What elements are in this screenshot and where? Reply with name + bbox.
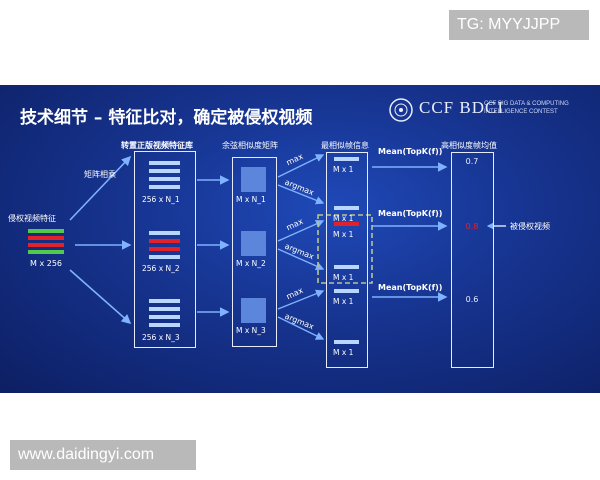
score-3: 0.6 [465,295,479,304]
lib3-bar-3 [149,315,180,319]
logo-subtitle: CCF BIG DATA & COMPUTING INTELLIGENCE CO… [484,101,569,115]
fi-bar-6 [334,340,359,344]
fi-bar-4 [334,265,359,269]
input-dims: M x 256 [30,259,62,268]
fi-bar-2 [334,206,359,210]
highlight-box [317,214,373,284]
arrow-max-3 [277,289,325,310]
library-title: 转置正版视频特征库 [121,141,193,150]
arrow-input-lib-1 [69,155,132,221]
mean-frame-box [451,152,494,368]
frame-info-title: 最相似帧信息 [321,141,369,150]
lib3-bar-2 [149,307,180,311]
emblem-icon [389,98,413,122]
score-2: 0.8 [465,222,479,231]
lib1-bar-2 [149,169,180,173]
arrow-argmax-3 [277,316,325,340]
lib2-bar-2 [149,239,180,243]
arrow-max-2 [277,220,325,242]
arrow-argmax-1 [277,184,325,205]
input-bar-red-1 [28,236,64,240]
result-label: 被侵权视频 [510,222,550,231]
mean-label-1: Mean(TopK(f)) [378,147,443,156]
fi-label-5: M x 1 [333,297,354,306]
sim2-label: M x N_2 [236,259,266,268]
lib2-bar-3 [149,247,180,251]
lib3-bar-4 [149,323,180,327]
arrow-max-1 [277,154,325,178]
watermark-site: www.daidingyi.com [10,440,196,470]
lib1-label: 256 x N_1 [142,195,180,204]
ccf-bdci-logo: CCF BDCI CCF BIG DATA & COMPUTING INTELL… [386,97,591,123]
arrow-argmax-2 [277,248,325,270]
mean-frame-title: 高相似度帧均值 [441,141,497,150]
sim3-label: M x N_3 [236,326,266,335]
slide: 技术细节 – 特征比对，确定被侵权视频 CCF BDCI CCF BIG DAT… [0,85,600,393]
score-1: 0.7 [465,157,479,166]
similarity-title: 余弦相似度矩阵 [222,141,278,150]
lib3-label: 256 x N_3 [142,333,180,342]
sim2-square [241,231,266,256]
lib2-bar-4 [149,255,180,259]
sim3-square [241,298,266,323]
op-label: 矩阵相乘 [84,170,116,179]
input-bar-red-2 [28,243,64,247]
input-bar-green-bottom [28,250,64,254]
arrow-input-lib-3 [69,269,132,325]
lib2-bar-1 [149,231,180,235]
slide-title: 技术细节 – 特征比对，确定被侵权视频 [20,108,313,128]
fi-bar-1 [334,157,359,161]
watermark-tg: TG: MYYJJPP [449,10,589,40]
lib2-label: 256 x N_2 [142,264,180,273]
input-label: 侵权视频特征 [8,214,56,223]
fi-bar-5 [334,289,359,293]
fi-label-6: M x 1 [333,348,354,357]
sim1-label: M x N_1 [236,195,266,204]
lib3-bar-1 [149,299,180,303]
lib1-bar-3 [149,177,180,181]
fi-label-1: M x 1 [333,165,354,174]
input-bar-green-top [28,229,64,233]
lib1-bar-1 [149,161,180,165]
logo-wordmark: CCF BDCI [419,98,504,117]
diagram-connectors [69,154,506,340]
sim1-square [241,167,266,192]
library-box [134,151,196,348]
similarity-box [232,157,277,347]
fi-label-4: M x 1 [333,273,354,282]
frame-info-box [326,152,368,368]
fi-bar-3 [334,222,359,226]
mean-label-2: Mean(TopK(f)) [378,209,443,218]
fi-label-3: M x 1 [333,230,354,239]
fi-label-2: M x 1 [333,214,354,223]
mean-label-3: Mean(TopK(f)) [378,283,443,292]
lib1-bar-4 [149,185,180,189]
